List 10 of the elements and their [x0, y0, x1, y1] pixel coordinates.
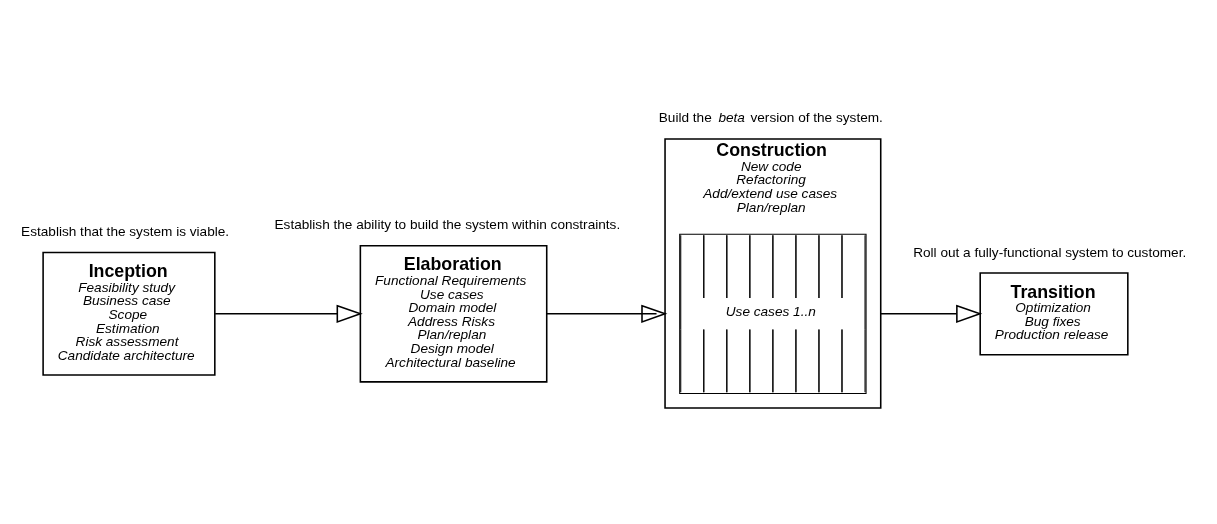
node-label: Establish the ability to build the system within constraints. [274, 217, 621, 233]
node-box: Transition Optimization Bug fixes Production release [979, 272, 1129, 356]
node-label: Build the beta version of the system. [658, 109, 883, 125]
node-label: Roll out a fully-functional system to customer. [913, 244, 1187, 260]
arrow [214, 304, 363, 323]
arrow [879, 304, 983, 323]
node-box: Inception Feasibility study Business case Scope Estimation Risk assessment Candidate architecture [42, 251, 216, 376]
node-label: Establish that the system is viable. [21, 223, 230, 239]
arrow [546, 304, 668, 323]
node-box: Elaboration Functional Requirements Use cases Domain model Address Risks Plan/replan Design model Architectural baseline [359, 245, 548, 383]
